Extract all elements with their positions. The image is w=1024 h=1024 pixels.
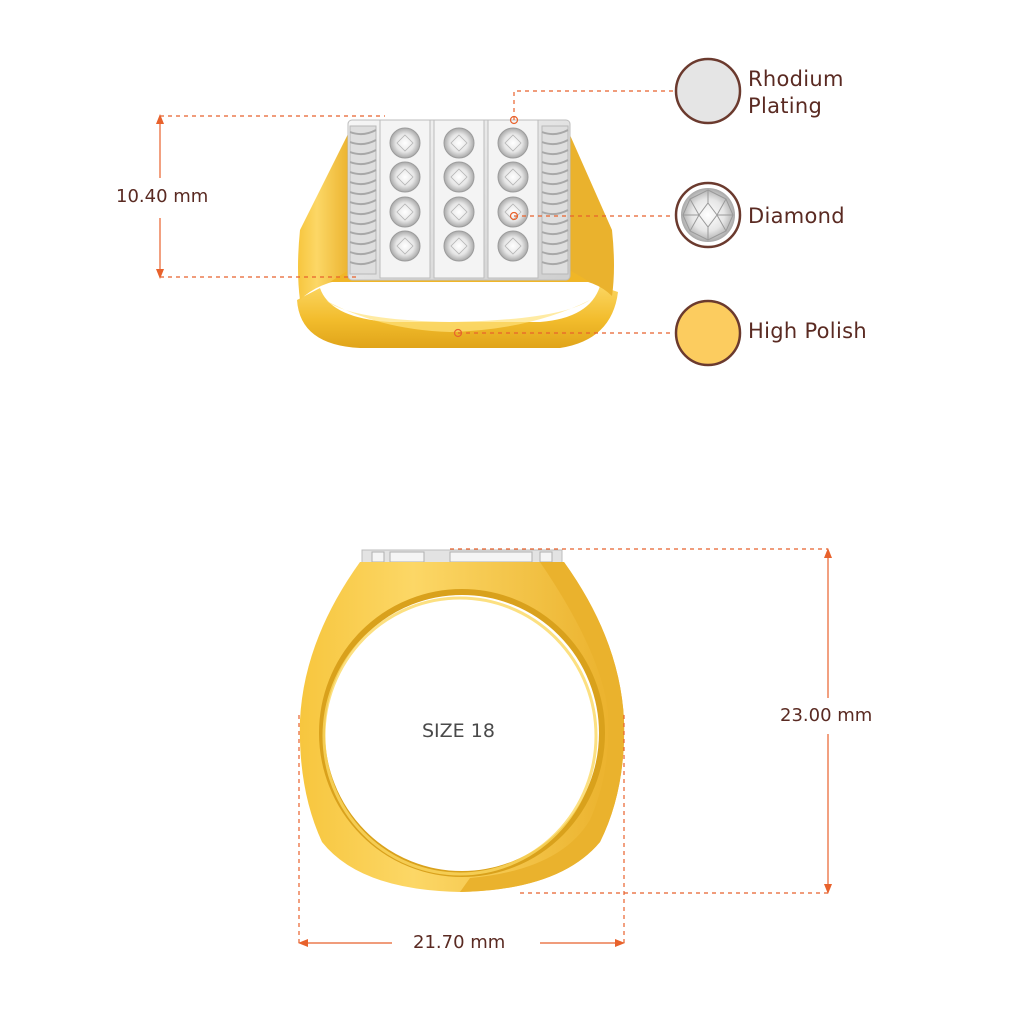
diamond-stone [497,196,529,228]
callout-dots [453,115,519,338]
rope-twist [541,259,569,266]
feature-label-diamond: Diamond [748,204,845,228]
diamond-facet [396,168,414,186]
diamond-stone [497,127,529,159]
diamond-facet [450,237,468,255]
ring-top-view [297,119,618,348]
ring-band-top [297,286,618,348]
rope-twist [349,249,377,256]
rope-twist [349,179,377,186]
rope-twist [541,199,569,206]
ring-size-label: SIZE 18 [422,720,495,742]
diamond-stone [389,127,421,159]
rope-twist [541,249,569,256]
feature-label-high-polish: High Polish [748,319,867,343]
diamond-stone [389,161,421,193]
rope-twist [349,219,377,226]
diamond-stone [389,230,421,262]
ring-front-view [299,549,625,892]
diamond-swatch [674,181,742,249]
rope-twist [349,129,377,136]
ring-shoulder-left [298,126,352,300]
rope-twist [349,209,377,216]
diamond-facet [396,203,414,221]
diamond-facet [450,168,468,186]
rope-twist [349,149,377,156]
rope-twist [349,189,377,196]
rope-twist [349,229,377,236]
high-polish-swatch [674,299,742,367]
feature-label-rhodium: Rhodium Plating [748,67,844,118]
ring-front-hole [322,592,602,874]
rope-twist [541,129,569,136]
diamond-stone [443,127,475,159]
dimension-width-front: 21.70 mm [413,932,506,953]
dimension-height-front: 23.00 mm [780,705,873,726]
diamond-facet [396,134,414,152]
rope-twist [541,139,569,146]
rope-twist [349,169,377,176]
rhodium-swatch [674,57,742,125]
rope-twist [541,159,569,166]
top-dimension-lines [156,114,385,279]
rope-twist [541,229,569,236]
ring-shoulder-right [566,126,614,296]
diamond-facet [504,237,522,255]
rope-twist [541,209,569,216]
rope-twist [349,139,377,146]
diamond-stone [443,196,475,228]
rope-twist [349,199,377,206]
diamond-stone [389,196,421,228]
diamond-stone [443,230,475,262]
rope-twist [349,239,377,246]
diamond-facet [504,168,522,186]
diamond-stone [497,230,529,262]
diamond-facet [396,237,414,255]
diamond-facet [450,203,468,221]
rope-twist [541,179,569,186]
rope-twist [541,149,569,156]
callout-lines [458,90,674,334]
diamond-facet [504,134,522,152]
feature-swatches [674,57,742,367]
rope-twist [541,239,569,246]
front-dimension-lines [298,548,832,947]
rope-twist [541,189,569,196]
diamond-facet [504,203,522,221]
rope-twist [349,159,377,166]
diamond-stone [443,161,475,193]
dimension-height-top: 10.40 mm [116,186,209,207]
rope-twist [541,219,569,226]
diamond-facet [450,134,468,152]
rope-twist [541,169,569,176]
diamond-stone [497,161,529,193]
rope-twist [349,259,377,266]
